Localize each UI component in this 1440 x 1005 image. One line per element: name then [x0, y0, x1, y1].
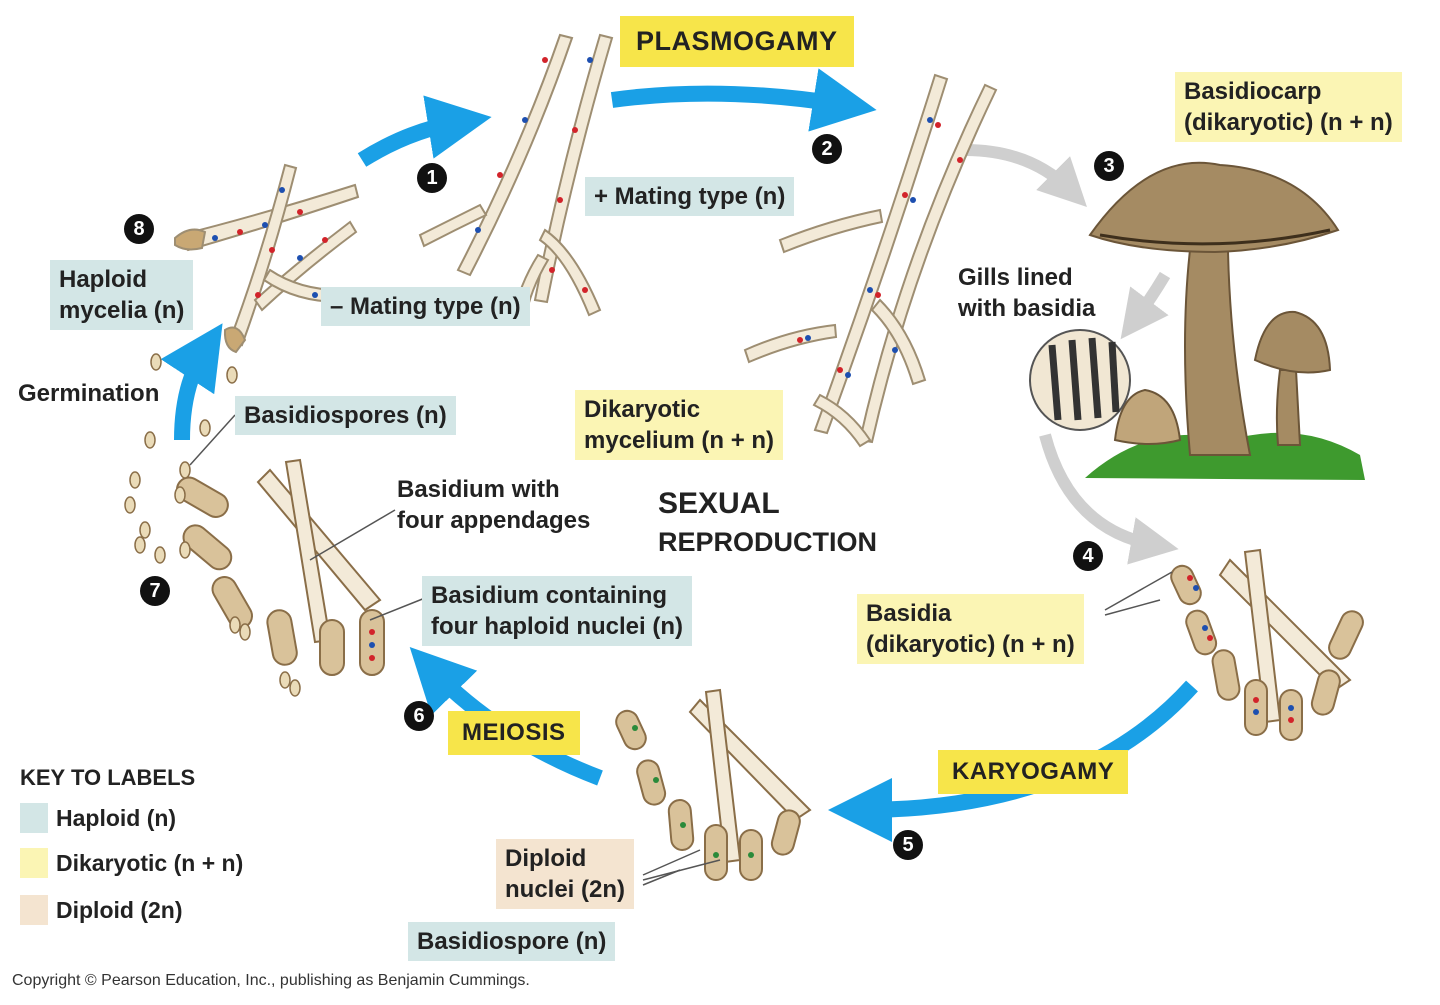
basidium-haploid-label: Basidium containing four haploid nuclei …: [422, 576, 692, 646]
basidiospores-label: Basidiospores (n): [235, 396, 456, 435]
key-swatch-diploid: [20, 895, 48, 925]
basidia-cluster-haploid: [176, 458, 385, 676]
key-title: KEY TO LABELS: [20, 765, 196, 790]
step-8-marker: 8: [124, 214, 154, 244]
step-4-marker: 4: [1073, 541, 1103, 571]
step-3-marker: 3: [1094, 151, 1124, 181]
plus-mating-type-label: + Mating type (n): [585, 177, 795, 216]
basidiocarp-label: Basidiocarp (dikaryotic) (n + n): [1175, 72, 1402, 142]
basidiospore-label: Basidiospore (n): [408, 922, 616, 961]
basidia-cluster-diploid: [615, 688, 812, 881]
step-1-marker: 1: [417, 163, 447, 193]
grey-arrows: [964, 144, 1179, 565]
dikaryotic-mycelium-label: Dikaryotic mycelium (n + n): [575, 390, 784, 460]
basidium-appendages-label: Basidium with four appendages: [397, 476, 591, 534]
basidiocarp-mushrooms: [1029, 161, 1365, 480]
stalk-small: [1275, 369, 1302, 446]
basidia-cluster-dikaryotic: [1170, 548, 1364, 741]
diploid-nuclei-label: Diploid nuclei (2n): [496, 839, 635, 909]
plasmogamy-label: PLASMOGAMY: [620, 16, 854, 67]
stalk-large: [1184, 249, 1252, 456]
step-2-marker: 2: [812, 134, 842, 164]
leader-lines: [189, 414, 1173, 886]
key-item-diploid: Diploid (2n): [20, 895, 182, 925]
basidiospores: [124, 353, 301, 697]
key-item-dikaryotic: Dikaryotic (n + n): [20, 848, 243, 878]
haploid-mycelia-label: Haploid mycelia (n): [50, 260, 194, 330]
step-6-marker: 6: [404, 701, 434, 731]
basidia-dikaryotic-label: Basidia (dikaryotic) (n + n): [857, 594, 1084, 664]
meiosis-label: MEIOSIS: [448, 711, 580, 755]
cap-small: [1253, 310, 1332, 374]
haploid-mycelia: [174, 163, 360, 354]
copyright-notice: Copyright © Pearson Education, Inc., pub…: [12, 972, 530, 989]
karyogamy-label: KARYOGAMY: [938, 750, 1129, 794]
step-5-marker: 5: [893, 830, 923, 860]
key-swatch-haploid: [20, 803, 48, 833]
sexual-reproduction-label: SEXUAL REPRODUCTION: [658, 487, 878, 557]
key-swatch-dikaryotic: [20, 848, 48, 878]
step-7-marker: 7: [140, 576, 170, 606]
arrow-germination: [160, 323, 223, 441]
button-mushroom: [1113, 388, 1182, 445]
arrow-to-mating-types: [357, 95, 492, 167]
cap-large: [1088, 161, 1340, 254]
mating-type-hyphae: [418, 33, 614, 322]
arrow-plasmogamy: [610, 68, 877, 132]
minus-mating-type-label: – Mating type (n): [321, 287, 530, 326]
key-item-haploid: Haploid (n): [20, 803, 176, 833]
gills-label: Gills lined with basidia: [958, 264, 1096, 322]
germination-label: Germination: [18, 380, 160, 407]
